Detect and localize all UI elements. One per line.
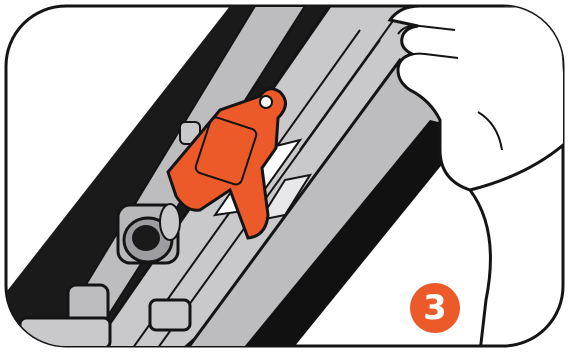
step-number-badge: 3: [410, 283, 460, 333]
turret-knob: [118, 204, 180, 263]
